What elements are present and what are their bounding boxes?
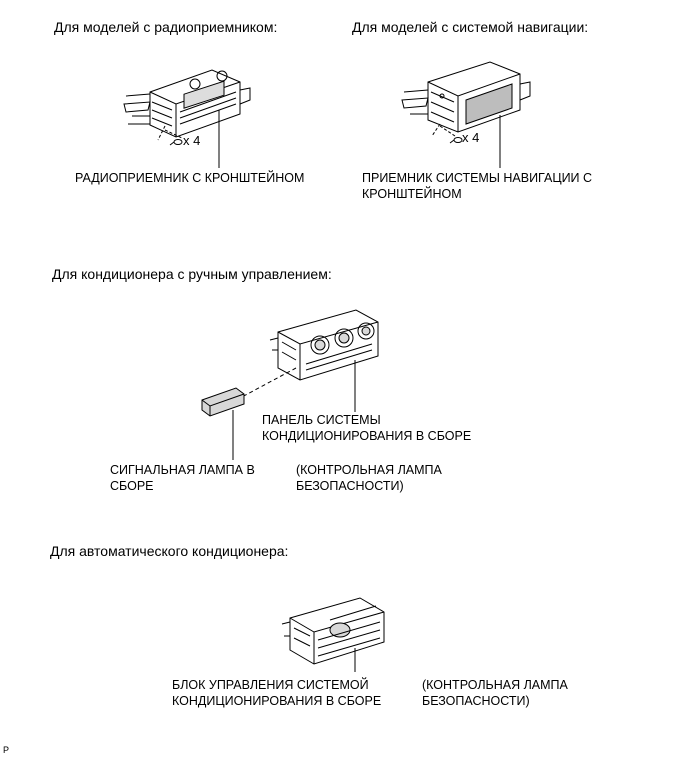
auto-ac-unit-label-line2: КОНДИЦИОНИРОВАНИЯ В СБОРЕ <box>172 694 382 708</box>
navigation-receiver-label-line2: КРОНШТЕЙНОМ <box>362 187 462 201</box>
navigation-models-heading: Для моделей с системой навигации: <box>352 19 589 35</box>
signal-lamp-label-line1: СИГНАЛЬНАЯ ЛАМПА В <box>110 463 255 477</box>
manual-ac-panel-illustration <box>201 309 379 460</box>
ac-panel-label-line2: КОНДИЦИОНИРОВАНИЯ В СБОРЕ <box>262 429 472 443</box>
security-lamp-note-line2: БЕЗОПАСНОСТИ) <box>296 479 404 493</box>
radio-receiver-label: РАДИОПРИЕМНИК С КРОНШТЕЙНОМ <box>75 171 305 185</box>
auto-security-lamp-note-line1: (КОНТРОЛЬНАЯ ЛАМПА <box>422 678 568 692</box>
signal-lamp-label-line2: СБОРЕ <box>110 479 154 493</box>
manual-ac-heading: Для кондиционера с ручным управлением: <box>52 266 332 282</box>
auto-ac-unit-illustration <box>281 597 385 672</box>
auto-security-lamp-note-line2: БЕЗОПАСНОСТИ) <box>422 694 530 708</box>
radio-models-heading: Для моделей с радиоприемником: <box>54 19 278 35</box>
auto-ac-unit-label-line1: БЛОК УПРАВЛЕНИЯ СИСТЕМОЙ <box>172 678 369 692</box>
radio-receiver-illustration <box>123 69 251 168</box>
corner-mark: P <box>3 745 10 755</box>
navigation-receiver-label-line1: ПРИЕМНИК СИСТЕМЫ НАВИГАЦИИ С <box>362 171 593 185</box>
radio-screw-quantity: x 4 <box>183 133 201 148</box>
auto-ac-heading: Для автоматического кондиционера: <box>50 543 289 559</box>
navigation-receiver-illustration <box>401 61 531 168</box>
security-lamp-note-line1: (КОНТРОЛЬНАЯ ЛАМПА <box>296 463 442 477</box>
ac-panel-label-line1: ПАНЕЛЬ СИСТЕМЫ <box>262 413 381 427</box>
navigation-screw-quantity: x 4 <box>462 130 480 145</box>
